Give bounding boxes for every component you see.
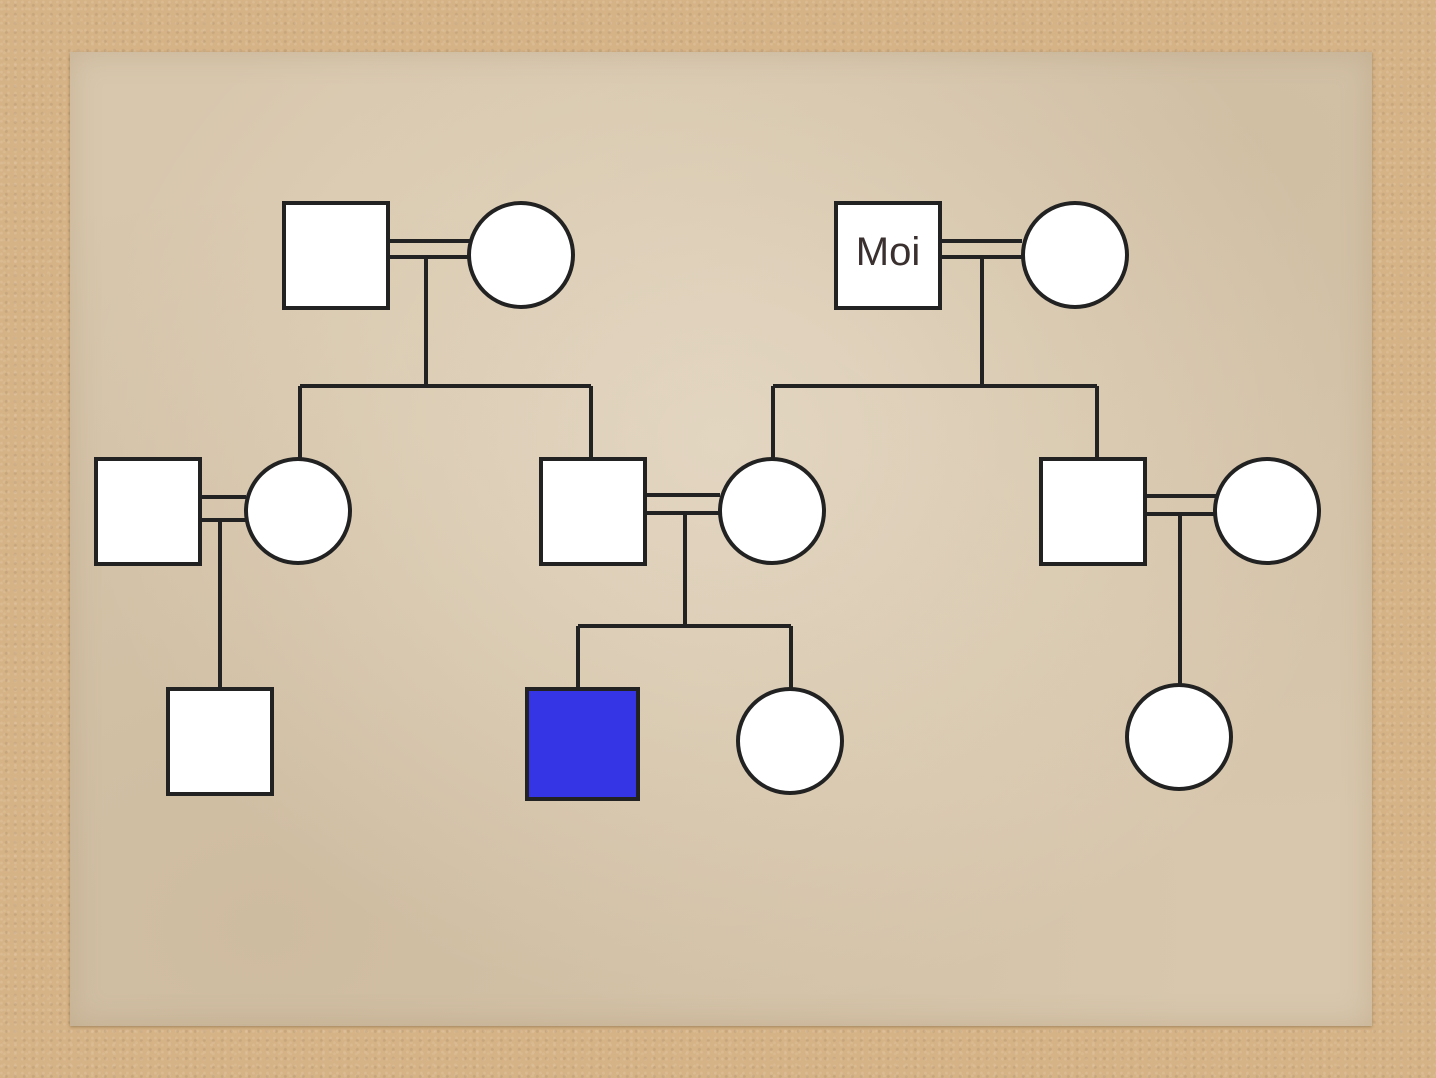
pedigree-node-g2-son-center xyxy=(539,457,647,566)
pedigree-node-g3-daughter-center xyxy=(736,687,844,795)
pedigree-node-g2-son-right xyxy=(1039,457,1147,566)
pedigree-node-g3-son-left xyxy=(166,687,274,796)
relationship-lines xyxy=(200,239,1216,689)
pedigree-node-g2-daughter-center xyxy=(718,457,826,565)
pedigree-node-g3-son-affected xyxy=(525,687,640,801)
moi-label: Moi xyxy=(856,230,920,274)
pedigree-node-g1-female xyxy=(467,201,575,309)
pedigree-node-moi-spouse xyxy=(1021,201,1129,309)
pedigree-node-g2-inlaw-female-right xyxy=(1213,457,1321,565)
generation-1: Moi xyxy=(282,201,1129,310)
pedigree-node-g1-male xyxy=(282,201,390,310)
pedigree-node-g2-daughter-left xyxy=(244,457,352,565)
pedigree-node-g3-daughter-right xyxy=(1125,683,1233,791)
generation-2 xyxy=(94,457,1321,566)
pedigree-node-g2-inlaw-male-left xyxy=(94,457,202,566)
pedigree-node-moi xyxy=(834,201,942,310)
generation-3 xyxy=(166,683,1233,801)
